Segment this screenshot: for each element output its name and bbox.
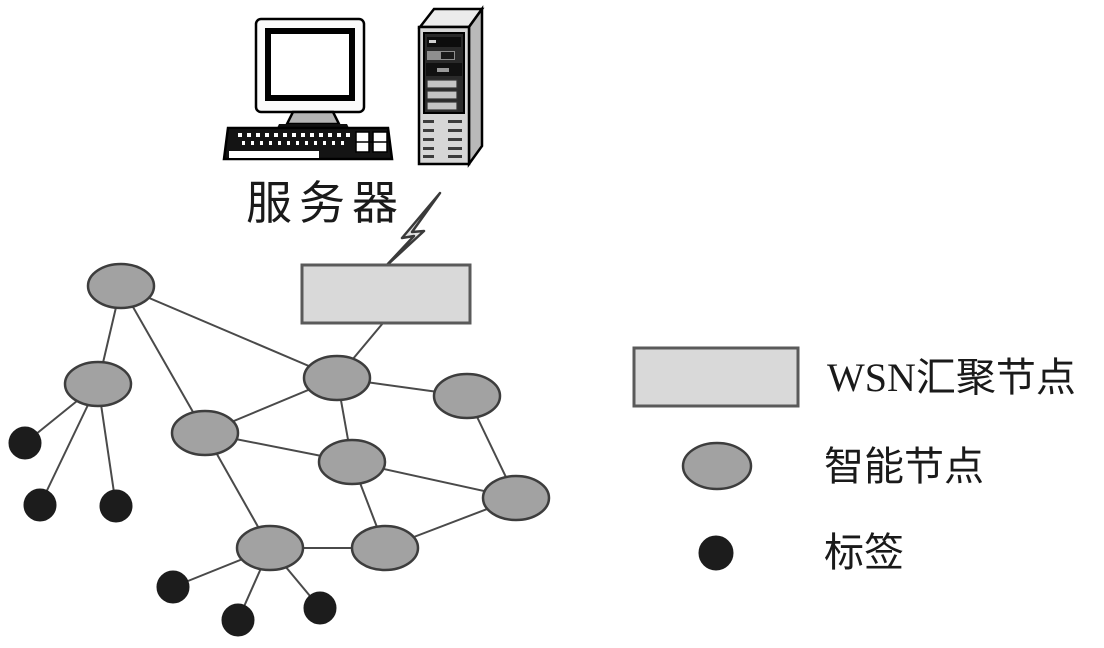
monitor-screen [265, 28, 355, 101]
tag-t6 [303, 591, 337, 625]
legend-sink-swatch [632, 346, 800, 408]
tower-bay-slot-1-led [429, 40, 436, 43]
legend-label-smart-node: 智能节点 [824, 444, 984, 489]
desktop-computer-icon [222, 17, 394, 161]
tag-t5 [221, 603, 255, 637]
smart-node-n8 [235, 524, 305, 572]
keyboard-palmrest [229, 151, 319, 158]
network-nodes [8, 262, 551, 637]
smart-node-n9 [350, 524, 420, 572]
edge-n1-n4 [120, 285, 338, 379]
tag-t3 [99, 489, 133, 523]
tag-t1 [8, 426, 42, 460]
legend: WSN汇聚节点 智能节点 标签 [632, 346, 1076, 575]
legend-label-sink: WSN汇聚节点 [827, 355, 1076, 400]
legend-smart-node-swatch [681, 441, 753, 491]
tag-t4 [156, 570, 190, 604]
smart-node-n5 [432, 372, 502, 420]
smart-node-n7 [481, 474, 551, 522]
tower-vents [423, 120, 462, 158]
legend-label-tag: 标签 [824, 530, 904, 575]
tower-bay-slot-6 [426, 101, 458, 111]
tower-bay-slot-3-dash [437, 68, 449, 72]
sink-node-layer [300, 263, 472, 325]
tower-bay-slot-1 [427, 37, 461, 47]
tower-bay-slot-2-dark [441, 52, 454, 59]
tower-bay-slot-5 [426, 90, 458, 100]
edge-n1-n3 [120, 285, 206, 434]
tag-t2 [23, 488, 57, 522]
tower-bay-slot-4 [426, 79, 458, 89]
legend-tag-swatch [698, 535, 734, 571]
smart-node-n1 [86, 262, 156, 310]
smart-node-n4 [302, 354, 372, 402]
tower-side-face [467, 5, 484, 168]
smart-node-n6 [317, 438, 387, 486]
server-tower-icon [417, 5, 485, 168]
smart-node-n2 [63, 360, 133, 408]
smart-node-n3 [170, 409, 240, 457]
wsn-sink-node [300, 263, 472, 325]
server-caption: 服务器 [246, 178, 405, 229]
monitor-stand [284, 110, 342, 126]
